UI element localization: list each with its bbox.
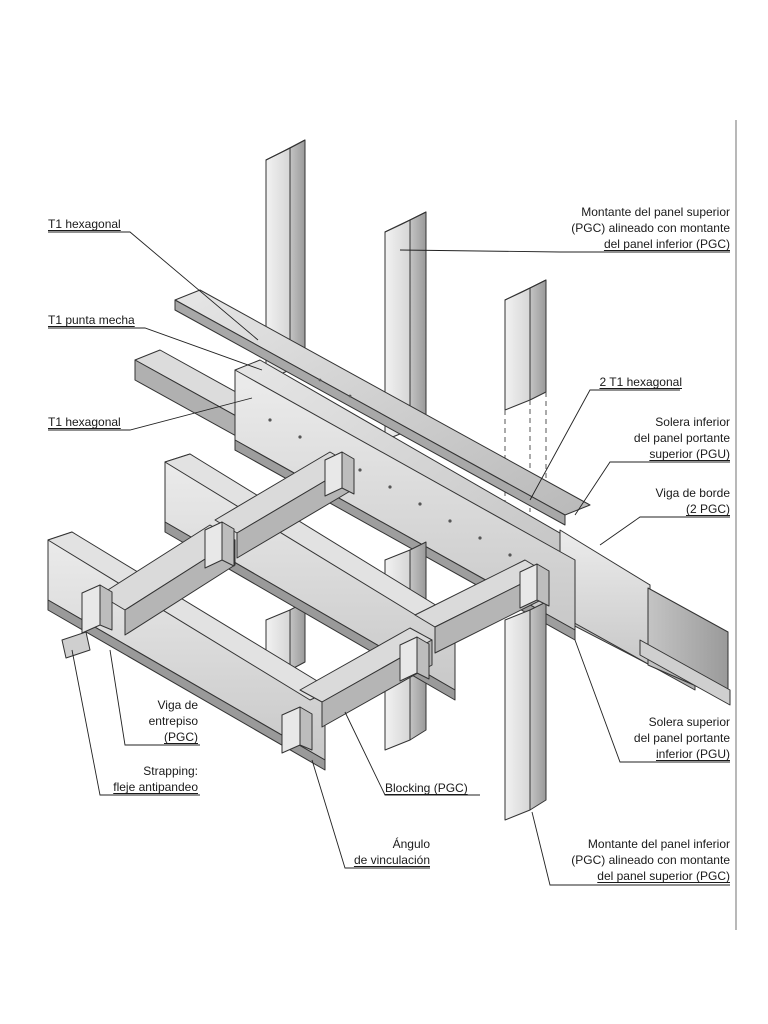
upper-stud-left	[265, 139, 306, 381]
upper-stud-right	[504, 279, 547, 411]
label-montante-inferior: Montante del panel inferior (PGC) alinea…	[571, 837, 730, 883]
label-solera-superior: Solera superior del panel portante infer…	[633, 715, 730, 761]
connection-angle-2	[204, 521, 235, 569]
connection-angle-6	[519, 563, 550, 609]
label-viga-de-entrepiso: Viga de entrepiso (PGC)	[148, 698, 198, 744]
label-blocking: Blocking (PGC)	[385, 781, 468, 795]
label-strapping: Strapping: fleje antipandeo	[113, 764, 198, 794]
connection-angle-4	[281, 706, 313, 754]
label-solera-inferior: Solera inferior del panel portante super…	[633, 415, 730, 461]
label-t1-punta-mecha: T1 punta mecha	[48, 313, 135, 327]
connection-angle-5	[399, 636, 430, 682]
connection-angle-1	[81, 584, 113, 634]
label-t1-hexagonal-top: T1 hexagonal	[48, 217, 121, 231]
label-montante-superior: Montante del panel superior (PGC) alinea…	[571, 205, 730, 251]
label-viga-de-borde: Viga de borde (2 PGC)	[655, 486, 730, 516]
leader-lines	[48, 231, 730, 886]
blocking-4	[414, 559, 546, 654]
upper-panel-bottom-track	[174, 289, 591, 526]
connection-angle-3	[324, 451, 355, 497]
label-t1-hexagonal-mid: T1 hexagonal	[48, 415, 121, 429]
label-2-t1-hexagonal: 2 T1 hexagonal	[599, 375, 682, 389]
strapping-strap	[61, 631, 91, 659]
label-angulo-de-vinculacion: Ángulo de vinculación	[353, 837, 430, 867]
upper-stud-center	[384, 211, 427, 441]
lower-stud-right	[504, 601, 547, 821]
